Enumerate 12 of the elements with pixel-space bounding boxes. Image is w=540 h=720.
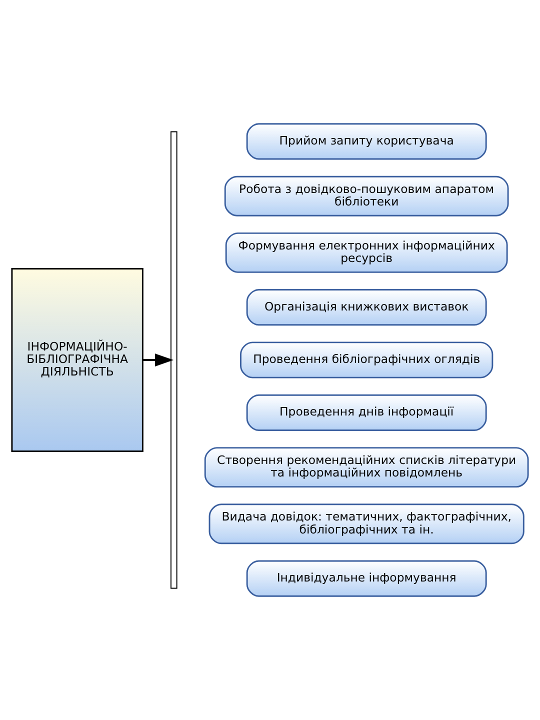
node-box: Проведення днів інформації	[246, 394, 487, 431]
node-box: Прийом запиту користувача	[246, 123, 487, 160]
node-bar	[170, 131, 178, 589]
node-box: Організація книжкових виставок	[246, 289, 487, 326]
node-box: ІНФОРМАЦІЙНО-БІБЛІОГРАФІЧНА ДІЯЛЬНІСТЬ	[11, 268, 144, 452]
node-box: Видача довідок: тематичних, фактографічних, бібліографічних та ін.	[208, 504, 524, 544]
node-box: Індивідуальне інформування	[246, 560, 487, 597]
node-box: Робота з довідково-пошуковим апаратом бібліотеки	[224, 176, 509, 216]
node-box: Створення рекомендаційних списків літератури та інформаційних повідомлень	[204, 447, 529, 488]
arrow	[142, 354, 174, 366]
node-box: Формування електронних інформаційних ресурсів	[225, 232, 508, 273]
node-box: Проведення бібліографічних оглядів	[240, 342, 494, 378]
